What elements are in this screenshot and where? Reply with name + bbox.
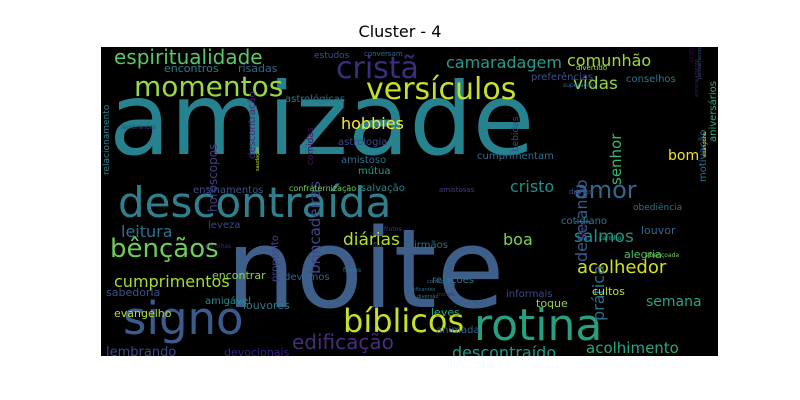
word-37: descontração: [247, 91, 258, 159]
word-93: trocam: [437, 292, 455, 298]
word-19: salmos: [574, 227, 634, 247]
word-81: filmes: [343, 267, 361, 274]
word-67: comidas: [306, 127, 316, 165]
word-88: pratos: [688, 47, 695, 62]
word-65: aniversários: [707, 81, 718, 142]
word-41: amistoso: [341, 155, 386, 166]
word-70: confraternização: [289, 184, 356, 193]
word-2: descontraída: [118, 178, 391, 227]
word-34: risadas: [238, 62, 278, 75]
word-0: amizade: [109, 61, 534, 178]
word-21: leitura: [121, 222, 173, 241]
word-20: acolhedor: [577, 257, 667, 278]
word-29: semana: [646, 294, 702, 310]
word-39: cumprimentam: [477, 151, 554, 162]
word-56: animada: [436, 325, 480, 336]
word-71: amistosas: [439, 186, 475, 194]
word-82: flui: [373, 242, 383, 249]
word-32: lembrando: [106, 345, 176, 356]
word-55: irmãos: [414, 240, 448, 251]
word-89: pensamentos: [697, 47, 703, 79]
word-15: vidas: [573, 74, 618, 94]
word-58: cultos: [592, 285, 625, 298]
word-86: escolhas: [205, 243, 231, 250]
word-87: encorajamento: [694, 59, 700, 97]
word-35: horóscopos: [206, 144, 220, 212]
word-45: evangelho: [114, 307, 172, 320]
word-68: bebidas: [511, 116, 521, 152]
word-73: conversam: [364, 50, 403, 58]
word-9: espiritualidade: [114, 47, 263, 69]
word-77: saudação: [255, 147, 261, 171]
word-78: abandona: [702, 132, 708, 157]
word-22: cumprimentos: [114, 272, 230, 291]
word-66: motivação: [698, 130, 709, 182]
word-47: louvores: [243, 299, 290, 312]
word-13: camaradagem: [446, 53, 562, 72]
chart-title: Cluster - 4: [358, 22, 442, 41]
word-51: propósito: [269, 235, 281, 282]
word-24: prática: [589, 265, 608, 321]
word-59: alegria: [624, 248, 662, 261]
word-10: bênçãos: [110, 234, 219, 264]
word-6: momentos: [134, 70, 283, 103]
word-7: cristã: [336, 51, 419, 86]
word-50: leveza: [208, 220, 240, 231]
word-80: informais: [506, 289, 553, 300]
word-44: encontrar: [212, 269, 266, 282]
word-26: senhor: [607, 133, 625, 185]
word-25: desejando: [572, 179, 591, 262]
word-74: divertido: [576, 64, 607, 72]
word-94: frutos: [384, 226, 402, 233]
word-91: edificantes: [408, 287, 436, 293]
word-17: hobbies: [341, 114, 404, 133]
word-54: relações: [432, 275, 474, 286]
word-60: louvor: [641, 224, 676, 237]
word-1: noite: [226, 205, 504, 333]
word-28: boa: [503, 230, 533, 249]
word-76: lembranças: [121, 124, 156, 131]
word-8: bíblicos: [343, 302, 464, 340]
word-92: diversão: [417, 294, 438, 300]
word-31: descontraído: [452, 343, 556, 356]
word-85: abençoada: [646, 252, 679, 259]
word-36: astrológicas: [285, 93, 345, 105]
word-61: cotidiano: [561, 216, 607, 227]
word-49: sabedoria: [106, 286, 160, 299]
word-90: começa: [427, 279, 447, 285]
word-79: diários: [569, 188, 593, 196]
word-63: conselhos: [626, 74, 676, 85]
word-16: diárias: [343, 230, 400, 250]
word-42: salvação: [361, 183, 405, 194]
word-33: encontros: [164, 62, 219, 75]
word-30: acolhimento: [586, 339, 679, 356]
word-64: relacionamento: [102, 104, 112, 175]
word-46: amigável: [205, 295, 251, 307]
word-52: devemos: [284, 272, 330, 283]
word-14: comunhão: [567, 51, 651, 70]
word-69: obediência: [633, 202, 682, 213]
word-53: leves: [431, 306, 460, 319]
word-3: signo: [123, 292, 244, 345]
word-23: brincadeiras: [306, 181, 324, 274]
word-84: carinho: [599, 235, 622, 242]
word-57: toque: [536, 297, 568, 310]
word-40: mútua: [358, 165, 390, 177]
word-5: versículos: [366, 72, 516, 107]
word-75: superação: [563, 82, 595, 89]
word-62: preferências: [531, 71, 593, 83]
word-27: bom: [668, 148, 699, 164]
word-12: edificação: [292, 330, 394, 354]
word-18: cristo: [510, 177, 554, 196]
word-48: devocionais: [224, 346, 290, 356]
word-43: ensinamentos: [193, 185, 263, 196]
word-11: amor: [574, 176, 637, 204]
word-72: estudos: [314, 51, 350, 61]
word-38: astrologia: [338, 137, 387, 148]
word-83: graça: [580, 222, 587, 239]
word-4: rotina: [474, 300, 602, 351]
